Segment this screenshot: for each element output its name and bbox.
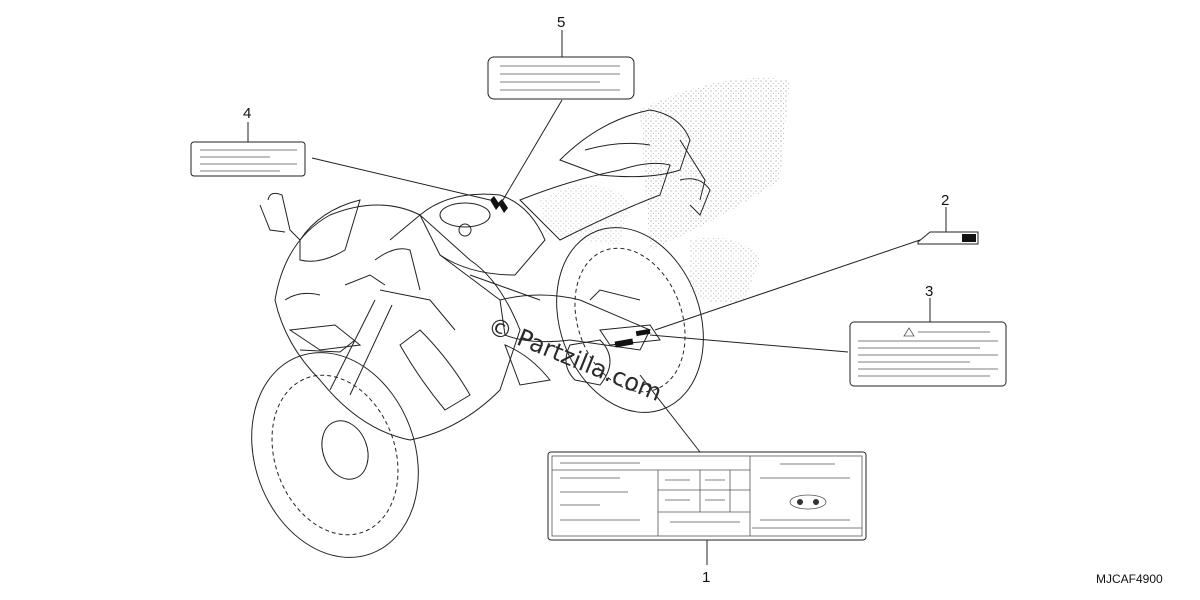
label-3-warning-plate (849, 321, 1007, 387)
leader-lines (311, 99, 921, 453)
callout-1: 1 (702, 569, 710, 586)
label-1-information-plate (547, 451, 867, 541)
label-4-caution-plate (190, 141, 306, 177)
label-2-small-tag (917, 231, 979, 245)
label-5-caution-plate (487, 56, 635, 100)
callout-5: 5 (557, 14, 565, 31)
callout-4: 4 (243, 105, 251, 122)
background-stipple (540, 78, 790, 304)
callout-3: 3 (925, 283, 933, 300)
diagram-code: MJCAF4900 (1096, 572, 1163, 586)
motorcycle-outline (251, 109, 711, 558)
callout-leaders (247, 30, 947, 565)
callout-2: 2 (941, 192, 949, 209)
label-markers (490, 196, 651, 348)
